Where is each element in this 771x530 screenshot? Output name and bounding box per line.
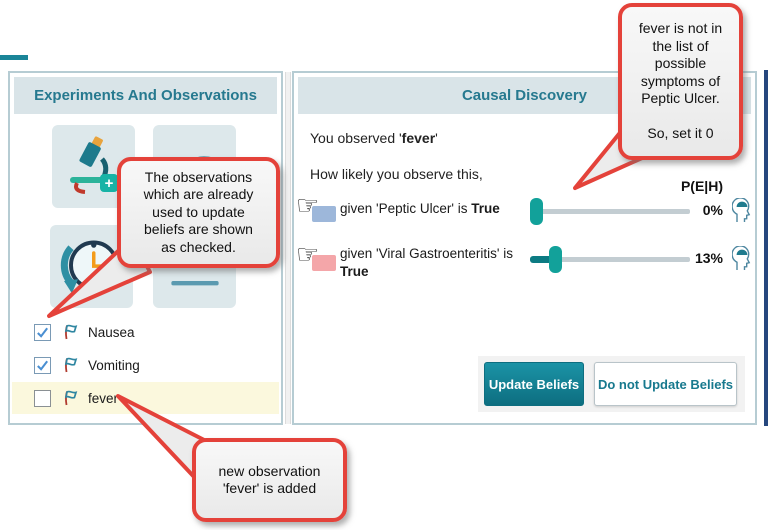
viral-gastroenteritis-color-chip	[312, 255, 336, 271]
panel-gap-scrollbar[interactable]	[285, 72, 291, 424]
callout-checked-observations: The observations which are already used …	[117, 157, 280, 268]
top-left-accent-bar	[0, 55, 28, 60]
causal-discovery-panel: Causal Discovery You observed 'fever' Ho…	[292, 71, 757, 425]
hypothesis-hand-marker: ☞	[296, 241, 340, 273]
condition-label: given 'Peptic Ulcer' is True	[340, 201, 500, 216]
peptic-ulcer-probability-value: 0%	[702, 202, 723, 218]
action-footer: Update Beliefs Do not Update Beliefs	[478, 356, 745, 412]
microscope-add-icon: +	[69, 135, 118, 194]
viral-gastroenteritis-probability-slider[interactable]	[530, 246, 690, 273]
observation-label: Vomiting	[88, 357, 140, 373]
checkmark-icon	[37, 327, 49, 338]
pointing-hand-icon: ☞	[296, 190, 320, 220]
pointing-hand-icon: ☞	[296, 239, 320, 269]
likelihood-question: How likely you observe this,	[310, 166, 483, 182]
observed-symptom: fever	[401, 130, 436, 146]
observation-row-fever[interactable]: fever	[12, 382, 279, 414]
svg-text:+: +	[104, 175, 113, 192]
callout-fever-not-symptom: fever is not in the list of possible sym…	[618, 3, 743, 160]
callout-new-observation: new observation 'fever' is added	[192, 438, 347, 522]
nausea-checkbox[interactable]	[34, 323, 51, 341]
vomiting-checkbox[interactable]	[34, 356, 51, 374]
observation-row-nausea[interactable]: Nausea	[12, 316, 279, 348]
belief-head-icon[interactable]	[731, 197, 752, 228]
adjacent-panel-edge	[764, 70, 768, 426]
observed-statement: You observed 'fever'	[310, 130, 438, 146]
likelihood-row-viral-gastroenteritis: ☞ given 'Viral Gastroenteritis' is True …	[294, 241, 755, 287]
experiments-panel-title: Experiments And Observations	[14, 77, 277, 114]
belief-head-icon[interactable]	[731, 245, 752, 276]
observation-label: fever	[88, 390, 119, 406]
slider-progress	[530, 256, 556, 263]
peptic-ulcer-color-chip	[312, 206, 336, 222]
flag-icon	[64, 324, 78, 340]
flag-icon	[64, 357, 78, 373]
flag-icon	[64, 390, 78, 406]
peptic-ulcer-probability-slider[interactable]	[530, 198, 690, 225]
probability-column-header: P(E|H)	[680, 178, 723, 194]
do-not-update-beliefs-button[interactable]: Do not Update Beliefs	[594, 362, 737, 406]
history-clock-icon	[60, 240, 118, 293]
checkmark-icon	[37, 360, 49, 371]
condition-label: given 'Viral Gastroenteritis' is True	[340, 246, 513, 279]
update-beliefs-button[interactable]: Update Beliefs	[484, 362, 584, 406]
slider-track[interactable]	[530, 257, 690, 262]
hypothesis-hand-marker: ☞	[296, 192, 340, 224]
slider-thumb[interactable]	[530, 198, 543, 225]
likelihood-row-peptic-ulcer: ☞ given 'Peptic Ulcer' is True 0%	[294, 192, 755, 232]
fever-checkbox[interactable]	[34, 389, 51, 407]
observation-label: Nausea	[88, 324, 135, 340]
viral-gastroenteritis-probability-value: 13%	[694, 250, 723, 266]
slider-thumb[interactable]	[549, 246, 563, 273]
observation-row-vomiting[interactable]: Vomiting	[12, 349, 279, 381]
slider-track[interactable]	[530, 209, 690, 214]
